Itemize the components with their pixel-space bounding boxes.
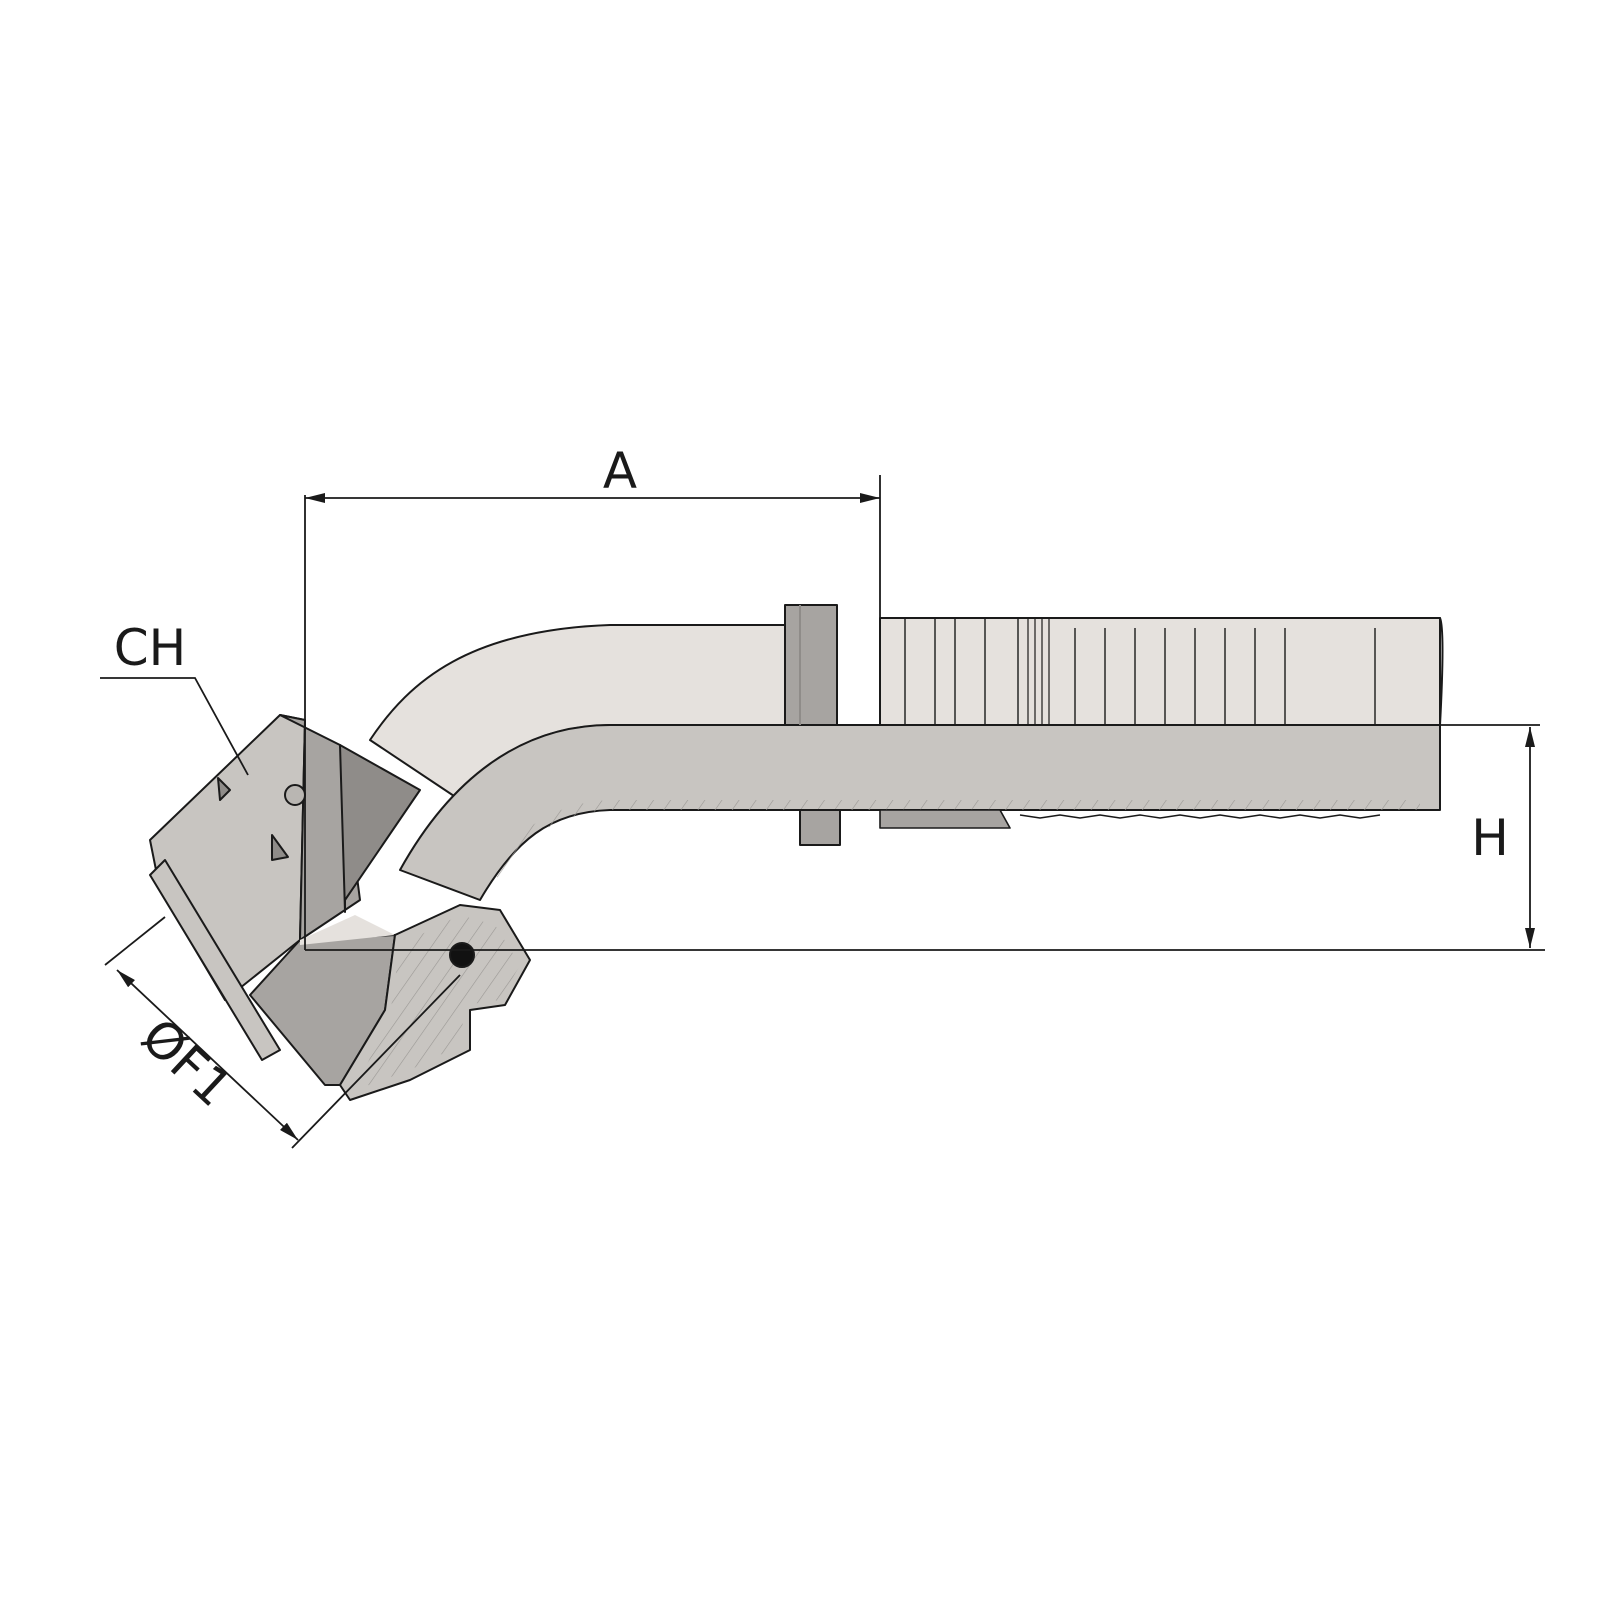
dimension-h xyxy=(305,724,1545,951)
flange-collar-bottom xyxy=(799,809,841,846)
hex-nut-chamfer xyxy=(339,744,421,913)
dimension-f1 xyxy=(104,916,461,1149)
ch-label: CH xyxy=(114,619,187,677)
crimp-teeth xyxy=(1019,814,1381,819)
nut-notch-upper xyxy=(217,777,231,801)
cone-highlight xyxy=(300,915,395,945)
hose-fitting xyxy=(149,604,1444,1101)
nut-notch-lower xyxy=(271,834,289,861)
ch-leader xyxy=(100,677,249,776)
dimension-f1-label: ØF1 xyxy=(130,1007,243,1118)
o-ring xyxy=(449,942,475,968)
housing-section-hatch xyxy=(355,915,520,1090)
dimension-a xyxy=(304,475,881,950)
dimension-h-label: H xyxy=(1471,809,1509,867)
flange-collar-top xyxy=(784,604,838,726)
locking-hole xyxy=(284,784,306,806)
crimp-profile-lower xyxy=(879,809,1011,829)
tube-section-hatch xyxy=(490,800,1420,880)
hose-tail xyxy=(879,617,1444,726)
dimension-a-label: A xyxy=(603,442,637,500)
